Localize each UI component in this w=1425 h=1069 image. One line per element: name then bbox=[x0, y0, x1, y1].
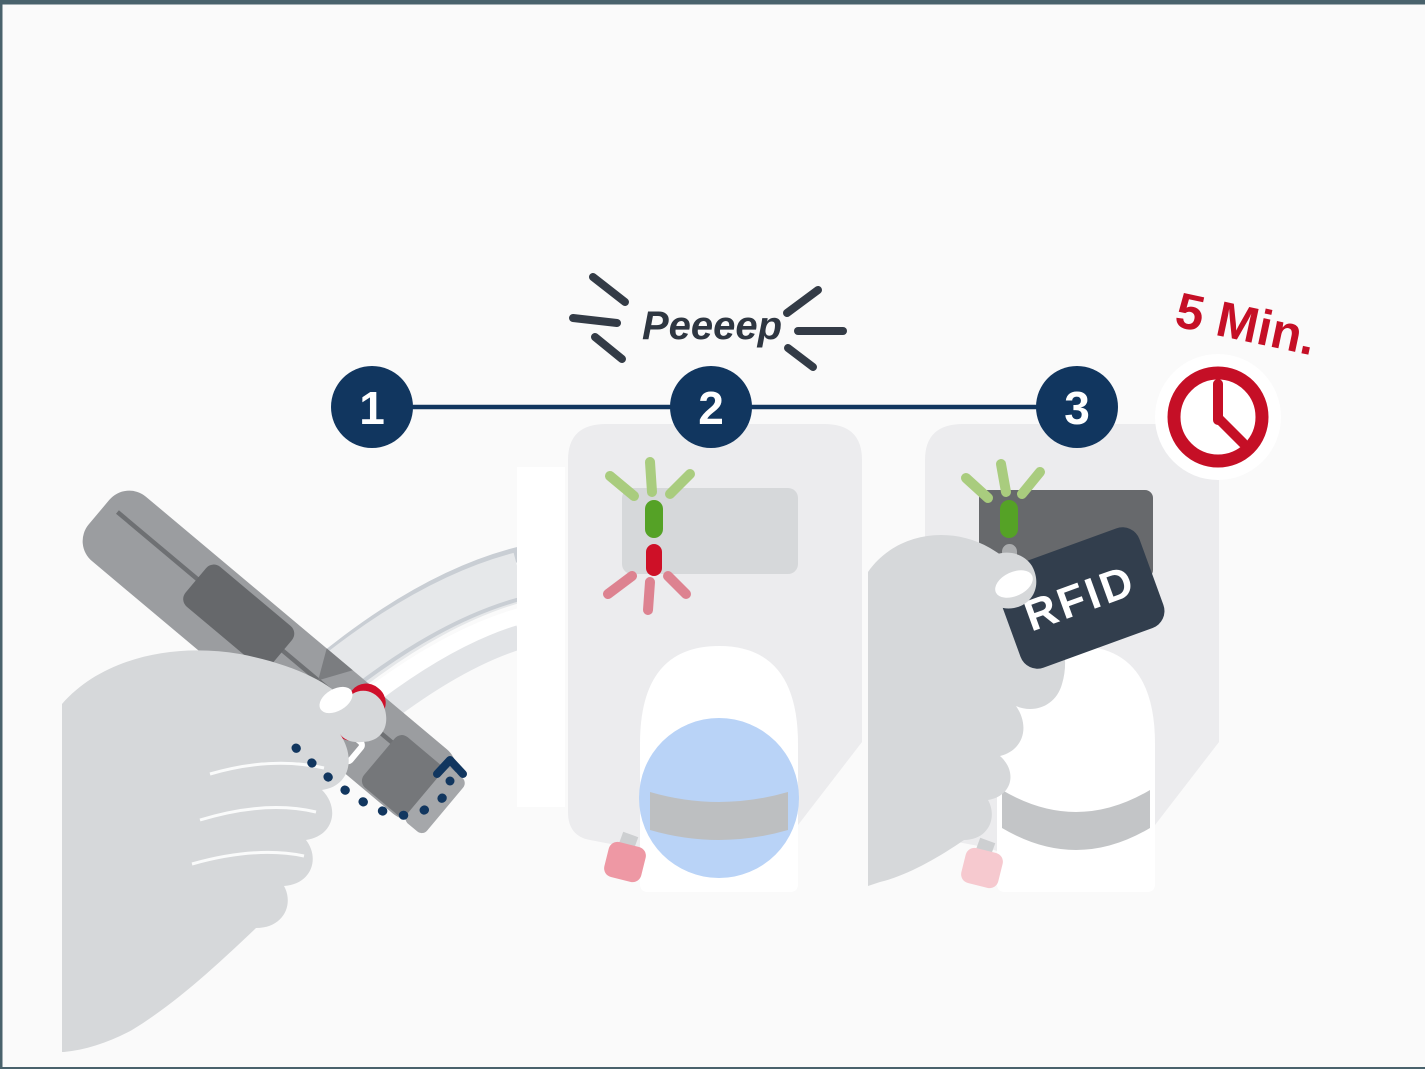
lock-band bbox=[650, 792, 788, 840]
sound-annotation: Peeeep bbox=[569, 273, 847, 371]
tag-pink bbox=[961, 847, 1003, 889]
green-blink-rays-icon bbox=[961, 459, 1045, 503]
tag-pink bbox=[604, 841, 646, 883]
lock-band bbox=[1002, 790, 1150, 850]
step-header: 1 2 3 bbox=[331, 366, 1118, 448]
step-3-badge: 3 bbox=[1036, 366, 1118, 448]
handle-notch bbox=[318, 648, 353, 681]
step-3-number: 3 bbox=[1064, 382, 1090, 434]
green-led bbox=[1000, 500, 1018, 538]
sound-burst-left-icon bbox=[569, 273, 629, 363]
step-1-circle bbox=[331, 366, 413, 448]
clock-hour-hand bbox=[1213, 413, 1248, 448]
blue-ball bbox=[639, 718, 799, 878]
handle-screen bbox=[183, 564, 295, 669]
frame-top-bar bbox=[0, 0, 1425, 5]
frame-left-border bbox=[0, 0, 3, 1069]
clock-icon bbox=[1155, 354, 1281, 480]
red-led bbox=[646, 544, 662, 576]
valve-tag bbox=[604, 831, 646, 883]
led-panel bbox=[622, 488, 798, 574]
peeeep-label: Peeeep bbox=[642, 304, 782, 348]
station-step2 bbox=[568, 424, 862, 892]
rfid-card: RFID bbox=[995, 527, 1165, 669]
hand-left bbox=[62, 650, 387, 1052]
green-led bbox=[645, 500, 663, 538]
frame-bottom-border bbox=[0, 1067, 1425, 1069]
duration-annotation: 5 Min. bbox=[1155, 282, 1321, 480]
thumbnail bbox=[319, 686, 353, 714]
red-blink-rays-icon bbox=[603, 571, 691, 615]
pole bbox=[517, 467, 565, 807]
thumbnail bbox=[995, 570, 1033, 598]
valve-tag bbox=[961, 837, 1003, 889]
chevron-up-icon bbox=[433, 756, 467, 778]
step-3-circle bbox=[1036, 366, 1118, 448]
step-2-badge: 2 bbox=[670, 366, 752, 448]
chevron-dot bbox=[445, 776, 455, 786]
rfid-card-body bbox=[995, 527, 1165, 669]
step-2-circle bbox=[670, 366, 752, 448]
step-1-badge: 1 bbox=[331, 366, 413, 448]
sound-burst-right-icon bbox=[783, 286, 847, 371]
green-blink-rays-icon bbox=[605, 457, 695, 501]
station-step3: RFID bbox=[868, 424, 1219, 892]
step-2-number: 2 bbox=[698, 382, 724, 434]
step-1-number: 1 bbox=[359, 382, 385, 434]
handle-device bbox=[62, 490, 467, 1052]
